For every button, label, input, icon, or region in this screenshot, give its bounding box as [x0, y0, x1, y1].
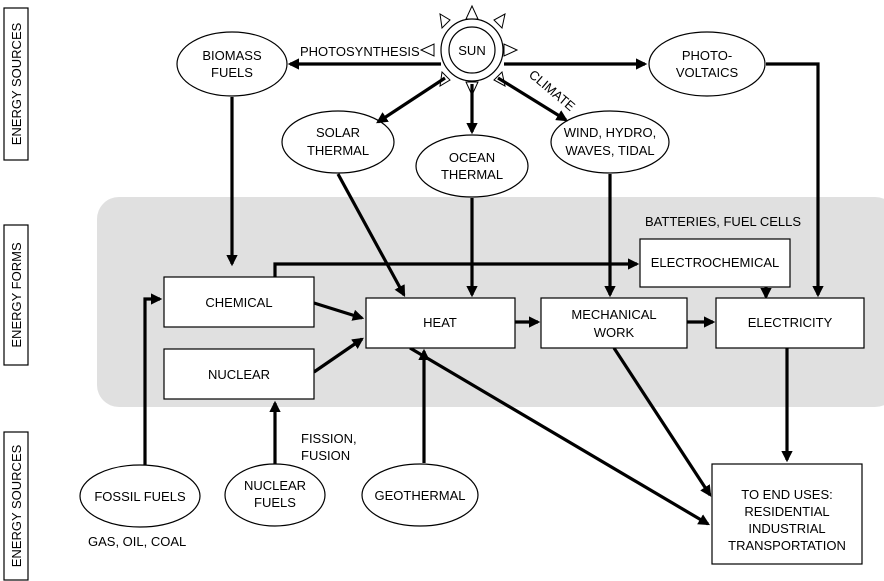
arrow-solar-thermal-to-heat [336, 173, 406, 298]
heat-box: HEAT [365, 297, 516, 349]
nuclear-fuels-line-2: FUELS [254, 495, 296, 510]
solar-thermal-node: SOLAR THERMAL [281, 110, 395, 174]
wind-hydro-line-1: WIND, HYDRO, [564, 125, 656, 140]
nuclear-label: NUCLEAR [208, 367, 270, 382]
electrochemical-label: ELECTROCHEMICAL [651, 255, 780, 270]
ocean-thermal-line-1: OCEAN [449, 150, 495, 165]
batteries-label: BATTERIES, FUEL CELLS [645, 214, 801, 229]
ocean-thermal-line-2: THERMAL [441, 167, 503, 182]
electricity-box: ELECTRICITY [715, 297, 865, 349]
chemical-box: CHEMICAL [163, 276, 315, 328]
arrow-mechanical-to-end-uses [612, 347, 712, 497]
sun-label: SUN [458, 43, 485, 58]
nuclear-fuels-line-1: NUCLEAR [244, 478, 306, 493]
end-uses-line-3: INDUSTRIAL [748, 521, 825, 536]
electricity-label: ELECTRICITY [748, 315, 833, 330]
photovoltaics-node: PHOTO- VOLTAICS [648, 31, 766, 97]
arrow-photovoltaics-to-electricity [766, 62, 824, 298]
arrow-fossil-to-chemical [143, 293, 163, 466]
climate-label: CLIMATE [526, 67, 578, 114]
nuclear-fuels-node: NUCLEAR FUELS [224, 463, 326, 527]
side-label-energy-forms: ENERGY FORMS [3, 224, 29, 366]
heat-label: HEAT [423, 315, 457, 330]
photosynthesis-label: PHOTOSYNTHESIS [300, 44, 420, 59]
arrow-chemical-to-heat [313, 301, 365, 321]
end-uses-line-1: TO END USES: [741, 487, 833, 502]
flow-arrows [143, 58, 824, 526]
side-label-energy-sources-top: ENERGY SOURCES [3, 7, 29, 161]
biomass-line-2: FUELS [211, 65, 253, 80]
geothermal-node: GEOTHERMAL [361, 463, 479, 527]
arrow-nuclear-to-heat [313, 337, 364, 374]
mechanical-line-2: WORK [594, 325, 635, 340]
arrow-heat-to-end-uses [409, 346, 710, 526]
arrow-chemical-to-electrochemical [273, 258, 640, 277]
photovoltaics-line-1: PHOTO- [682, 48, 732, 63]
mechanical-work-box: MECHANICAL WORK [540, 297, 688, 349]
ocean-thermal-node: OCEAN THERMAL [415, 134, 529, 198]
fossil-fuels-label: FOSSIL FUELS [94, 489, 186, 504]
arrow-sun-to-solar-thermal [376, 76, 446, 124]
fission-line-2: FUSION [301, 448, 350, 463]
end-uses-line-4: TRANSPORTATION [728, 538, 846, 553]
side-label-energy-sources-bottom: ENERGY SOURCES [3, 431, 29, 581]
geothermal-label: GEOTHERMAL [374, 488, 465, 503]
solar-thermal-line-1: SOLAR [316, 125, 360, 140]
nuclear-box: NUCLEAR [163, 348, 315, 400]
side-label-text: ENERGY FORMS [9, 242, 24, 348]
fossil-fuels-node: FOSSIL FUELS [79, 464, 201, 528]
chemical-label: CHEMICAL [205, 295, 272, 310]
solar-thermal-line-2: THERMAL [307, 143, 369, 158]
biomass-line-1: BIOMASS [202, 48, 262, 63]
fossil-examples-label: GAS, OIL, COAL [88, 534, 186, 549]
mechanical-line-1: MECHANICAL [571, 307, 656, 322]
end-uses-line-2: RESIDENTIAL [744, 504, 829, 519]
electrochemical-box: ELECTROCHEMICAL [639, 238, 791, 288]
fission-line-1: FISSION, [301, 431, 357, 446]
side-label-text: ENERGY SOURCES [9, 444, 24, 567]
arrow-sun-to-wind-hydro [497, 76, 568, 122]
end-uses-box: TO END USES: RESIDENTIAL INDUSTRIAL TRAN… [711, 463, 863, 565]
biomass-fuels-node: BIOMASS FUELS [176, 31, 288, 97]
photovoltaics-line-2: VOLTAICS [676, 65, 739, 80]
side-label-text: ENERGY SOURCES [9, 22, 24, 145]
wind-hydro-line-2: WAVES, TIDAL [565, 143, 654, 158]
wind-hydro-node: WIND, HYDRO, WAVES, TIDAL [550, 110, 670, 174]
